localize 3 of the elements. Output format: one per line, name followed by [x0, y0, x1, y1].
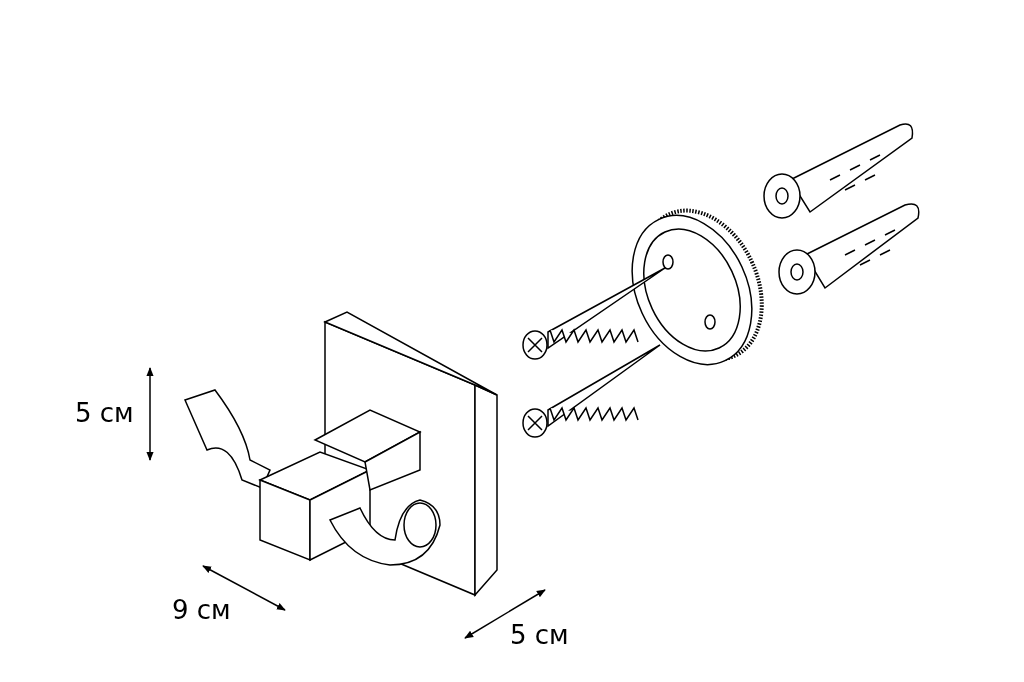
dimension-value: 5 см — [510, 622, 569, 648]
dimension-value: 9 см — [172, 597, 231, 623]
dimension-value: 5 см — [75, 400, 134, 426]
